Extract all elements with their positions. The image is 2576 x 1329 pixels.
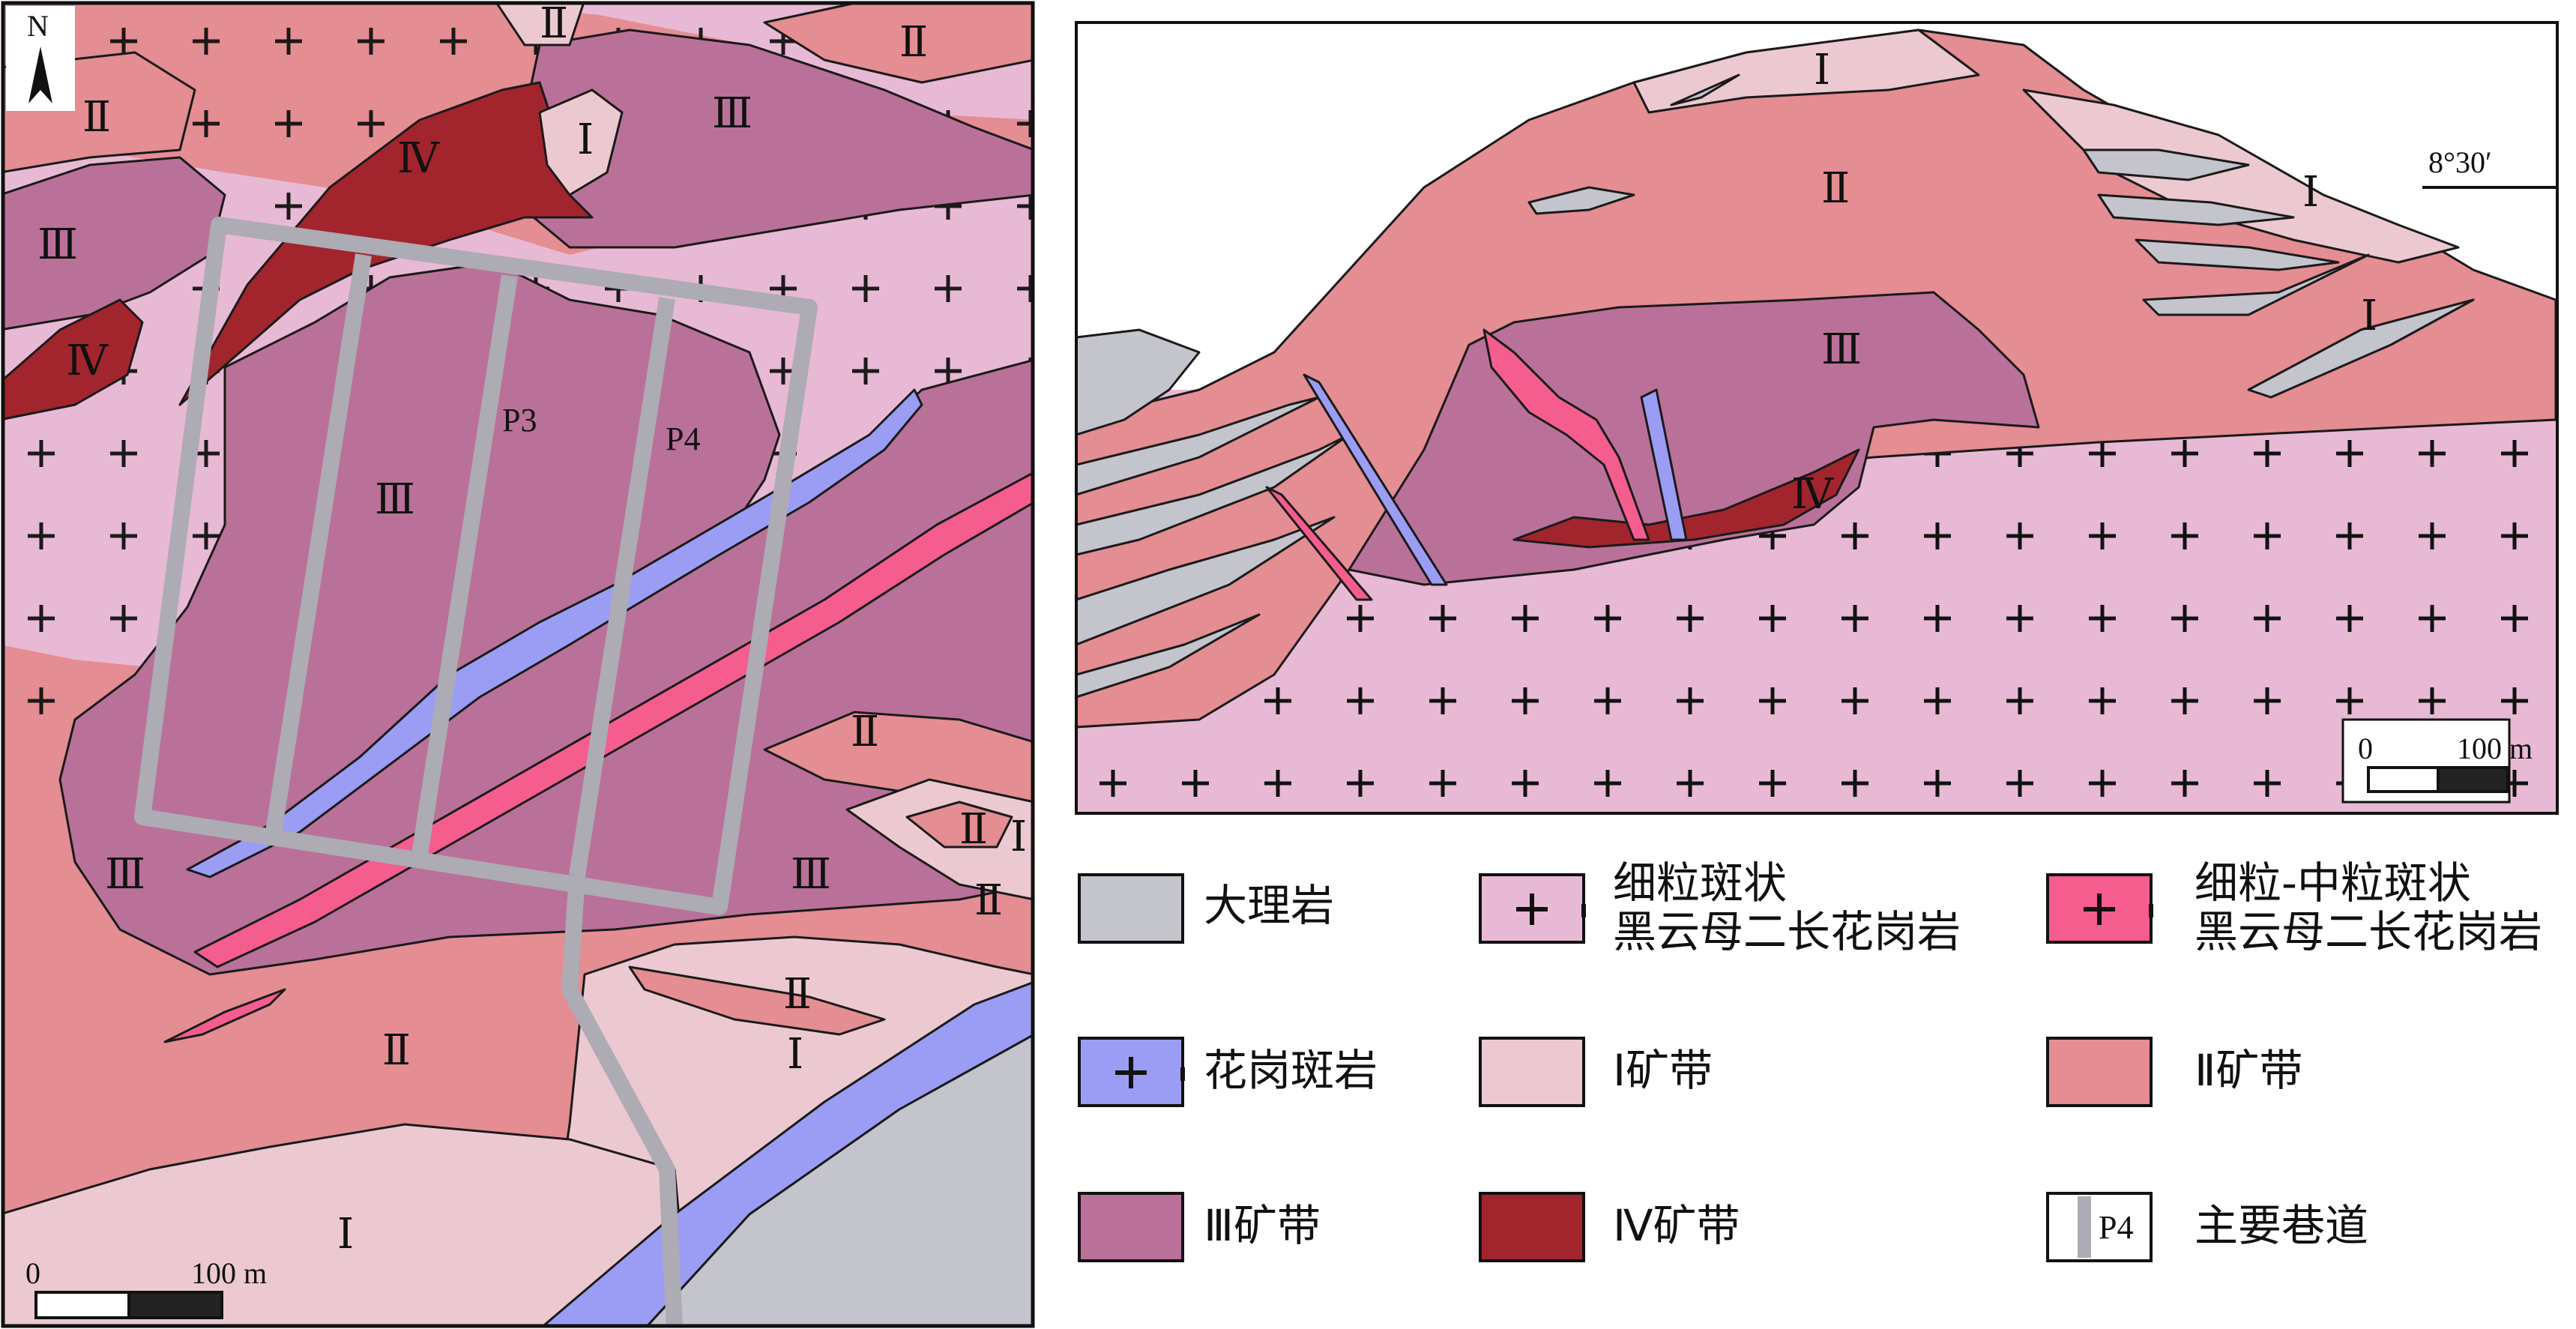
section-marble-wedge-3 — [1076, 516, 1336, 646]
legend-tunnel-symbol-label: P4 — [2099, 1209, 2133, 1246]
section-label-z4: Ⅳ — [1791, 471, 1834, 518]
map-tunnels — [134, 217, 818, 1326]
map-label-z2-nest: Ⅱ — [959, 807, 988, 853]
north-label: N — [27, 9, 49, 43]
section-label-z1-top: Ⅰ — [1814, 47, 1830, 94]
legend-swatch-zone1 — [1479, 1037, 1585, 1107]
geological-map: Ⅱ Ⅱ Ⅱ Ⅰ Ⅲ Ⅳ Ⅲ Ⅳ Ⅲ Ⅱ Ⅱ Ⅰ Ⅱ Ⅲ Ⅲ Ⅱ Ⅰ Ⅱ Ⅰ P3… — [3, 1, 1033, 1326]
section-zone1-cap-left — [1632, 28, 1980, 114]
legend-swatch-zone2 — [2046, 1037, 2153, 1107]
legend-swatch-medium-granite — [2046, 873, 2153, 944]
legend-label-zone4: Ⅳ矿带 — [1613, 1200, 1740, 1251]
map-label-z3-lowerleft: Ⅲ — [105, 852, 145, 898]
legend: 大理岩 花岗斑岩 Ⅲ矿带 细粒斑状 黑云母二长花岗岩 Ⅰ矿带 Ⅳ矿带 细粒-中粒… — [1078, 858, 2542, 1262]
map-label-z3-center: Ⅲ — [375, 477, 415, 523]
map-label-z1-bottom: Ⅰ — [337, 1211, 354, 1258]
section-marble-lens-5 — [2135, 238, 2340, 271]
legend-label-porphyry: 花岗斑岩 — [1204, 1045, 1378, 1096]
legend-swatch-zone4 — [1479, 1192, 1585, 1262]
map-label-z3-left: Ⅲ — [37, 222, 78, 268]
section-marble-lens-6 — [2142, 253, 2370, 316]
map-marble — [645, 1034, 1033, 1326]
legend-swatch-tunnel: P4 — [2046, 1192, 2153, 1262]
section-marble-lens-1 — [1670, 73, 1740, 106]
legend-label-fine-granite-1: 细粒斑状 — [1613, 858, 1787, 908]
map-label-z3-right: Ⅲ — [791, 852, 831, 898]
section-marble-wedge-2 — [1076, 433, 1351, 556]
map-scale-bar: 0 100 m — [25, 1256, 267, 1319]
section-marble-wedge-4 — [1076, 613, 1261, 699]
legend-label-medium-granite-1: 细粒-中粒斑状 — [2195, 858, 2471, 908]
section-scale-zero: 0 — [2358, 732, 2373, 765]
map-label-z2-edge: Ⅱ — [974, 878, 1003, 924]
map-label-z2-topleft: Ⅱ — [82, 94, 111, 141]
section-porphyry-dike-2 — [1640, 388, 1688, 541]
section-label-z3: Ⅲ — [1821, 327, 1862, 373]
section-label-z1-lower: Ⅰ — [2361, 293, 2377, 340]
map-label-z1-nest: Ⅰ — [1010, 814, 1027, 861]
section-scale-end: 100 m — [2457, 732, 2533, 765]
legend-swatch-marble — [1078, 873, 1184, 944]
map-zone2-right-lens — [763, 711, 1033, 811]
legend-swatch-fine-granite — [1479, 873, 1586, 944]
legend-label-zone1: Ⅰ矿带 — [1613, 1045, 1713, 1096]
map-label-z2-bottom: Ⅱ — [382, 1028, 411, 1074]
legend-label-zone3: Ⅲ矿带 — [1204, 1200, 1321, 1251]
map-label-z2-right: Ⅱ — [851, 709, 879, 756]
map-scale-zero: 0 — [25, 1256, 40, 1290]
section-marble-left — [1076, 328, 1201, 436]
legend-swatch-zone3 — [1078, 1192, 1184, 1262]
map-porphyry-dike — [186, 388, 923, 879]
map-label-z3-top: Ⅲ — [712, 91, 752, 137]
map-label-z4-main: Ⅳ — [397, 136, 440, 182]
map-zone4-left — [3, 298, 144, 421]
north-arrow-icon — [28, 46, 52, 103]
map-medium-granite-lens — [163, 988, 286, 1043]
map-zone1-bottom — [3, 1123, 691, 1326]
section-label-z1-right: Ⅰ — [2302, 169, 2319, 216]
map-zone2-right-nest — [905, 801, 1013, 849]
map-tunnel-label-p4: P4 — [666, 421, 700, 457]
map-label-z1-lowerright: Ⅰ — [787, 1031, 803, 1078]
section-marble-lens-2 — [1527, 186, 1635, 215]
map-frame — [1, 1, 1035, 1328]
legend-label-tunnel: 主要巷道 — [2195, 1200, 2368, 1251]
map-label-z2-top: Ⅱ — [540, 1, 568, 47]
north-arrow: N — [6, 6, 75, 111]
map-scale-end: 100 m — [191, 1256, 267, 1290]
section-marble-lens-4 — [2097, 193, 2295, 226]
map-label-z2-topright: Ⅱ — [899, 19, 928, 66]
map-zone1-topcenter — [495, 3, 585, 46]
section-scale-bar: 0 100 m — [2341, 718, 2533, 804]
map-zone-labels: Ⅱ Ⅱ Ⅱ Ⅰ Ⅲ Ⅳ Ⅲ Ⅳ Ⅲ Ⅱ Ⅱ Ⅰ Ⅱ Ⅲ Ⅲ Ⅱ Ⅰ Ⅱ Ⅰ P3… — [37, 1, 1027, 1258]
section-medium-dike-1 — [1265, 486, 1373, 601]
legend-label-medium-granite-2: 黑云母二长花岗岩 — [2195, 906, 2542, 957]
map-zone1-pod-top — [538, 88, 624, 196]
map-label-z4-left: Ⅳ — [66, 338, 109, 385]
section-zone1-cap-right — [2022, 88, 2460, 264]
map-zone2-lower-lens — [628, 965, 886, 1036]
legend-label-marble: 大理岩 — [1204, 880, 1334, 931]
legend-label-fine-granite-2: 黑云母二长花岗岩 — [1613, 906, 1961, 957]
legend-swatch-porphyry — [1078, 1037, 1185, 1107]
map-zone2-top-right — [763, 3, 1033, 84]
map-label-z2-lens: Ⅱ — [783, 971, 812, 1018]
map-tunnel-label-p3: P3 — [502, 402, 537, 439]
cross-section: Ⅰ Ⅱ Ⅰ Ⅰ Ⅲ Ⅳ 8°30′ 0 100 m — [1076, 28, 2557, 813]
map-label-z1-top: Ⅰ — [577, 117, 594, 163]
section-medium-dike-2 — [1482, 328, 1650, 541]
section-marble-lens-7 — [2247, 298, 2475, 399]
section-zone4 — [1512, 448, 1860, 549]
section-marble-lens-3 — [2082, 148, 2250, 181]
legend-label-zone2: Ⅱ矿带 — [2195, 1045, 2303, 1096]
section-label-z2: Ⅱ — [1821, 166, 1850, 212]
section-angle-label: 8°30′ — [2428, 145, 2492, 179]
section-porphyry-dike-1 — [1303, 373, 1448, 586]
section-frame — [1075, 21, 2559, 815]
